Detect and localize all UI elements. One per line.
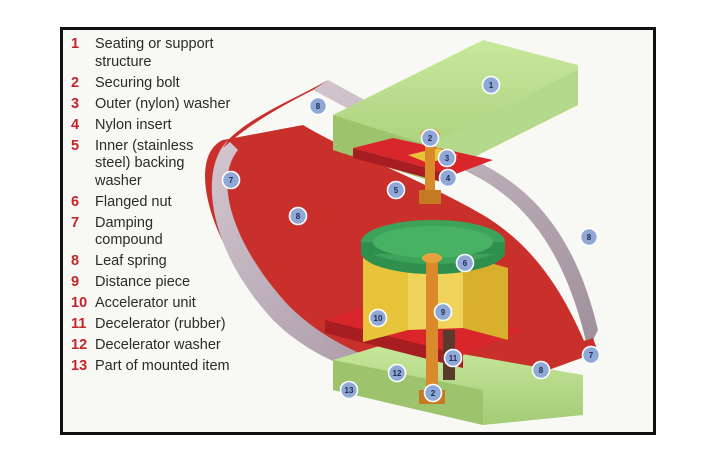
callout-label: 13 — [345, 386, 354, 395]
callout-6: 6 — [455, 253, 475, 273]
callout-label: 9 — [441, 308, 446, 317]
callout-label: 6 — [463, 259, 468, 268]
legend-number: 7 — [71, 214, 80, 231]
callout-label: 10 — [374, 314, 383, 323]
upper-securing-bolt — [425, 135, 435, 197]
legend-item: 6 Flanged nut — [71, 194, 271, 212]
legend-item: 4 Nylon insert — [71, 117, 271, 135]
legend-number: 13 — [71, 358, 88, 374]
legend-label: Decelerator washer — [95, 337, 221, 353]
legend-number: 6 — [71, 193, 80, 210]
callout-10: 10 — [368, 308, 388, 328]
callout-label: 8 — [316, 102, 321, 111]
legend-number: 3 — [71, 95, 80, 112]
callout-label: 7 — [589, 351, 594, 360]
legend-label: Securing bolt — [95, 74, 180, 91]
legend-label: Outer (nylon) washer — [95, 95, 231, 112]
legend-number: 11 — [71, 316, 87, 332]
callout-label: 7 — [229, 176, 234, 185]
legend-label: Flanged nut — [95, 193, 172, 210]
callout-4: 4 — [438, 168, 458, 188]
callout-label: 1 — [489, 81, 494, 90]
legend-label: Accelerator unit — [95, 295, 196, 311]
callout-label: 2 — [431, 389, 436, 398]
legend-number: 9 — [71, 274, 80, 290]
callout-label: 4 — [446, 174, 451, 183]
callout-1: 1 — [481, 75, 501, 95]
lower-securing-bolt — [426, 258, 438, 393]
legend-label: Seating or support structure — [95, 36, 214, 70]
legend-label: Part of mounted item — [95, 358, 230, 374]
legend-number: 8 — [71, 253, 80, 269]
legend-label: Nylon insert — [95, 116, 172, 133]
legend: 1 Seating or support structure 2 Securing b… — [71, 36, 271, 379]
callout-3: 3 — [437, 148, 457, 168]
legend-label: Damping compound — [95, 214, 163, 249]
callout-label: 3 — [445, 154, 450, 163]
legend-item: 9 Distance piece — [71, 274, 271, 292]
legend-number: 2 — [71, 74, 80, 91]
legend-item: 13 Part of mounted item — [71, 358, 271, 376]
callout-7: 7 — [581, 345, 601, 365]
callout-label: 2 — [428, 134, 433, 143]
callout-9: 9 — [433, 302, 453, 322]
legend-number: 4 — [71, 116, 80, 133]
legend-item: 7 Damping compound — [71, 215, 271, 250]
callout-label: 8 — [587, 233, 592, 242]
legend-number: 5 — [71, 137, 80, 154]
callout-13: 13 — [339, 380, 359, 400]
callout-2: 2 — [423, 383, 443, 403]
callout-12: 12 — [387, 363, 407, 383]
legend-number: 12 — [71, 337, 88, 353]
legend-label: Leaf spring — [95, 253, 167, 269]
legend-number: 10 — [71, 295, 88, 311]
callout-7: 7 — [221, 170, 241, 190]
legend-item: 11 Decelerator (rubber) — [71, 316, 271, 334]
legend-label: Decelerator (rubber) — [95, 316, 226, 332]
legend-item: 8 Leaf spring — [71, 253, 271, 271]
legend-item: 2 Securing bolt — [71, 75, 271, 93]
callout-label: 5 — [394, 186, 399, 195]
callout-label: 12 — [393, 369, 402, 378]
legend-item: 1 Seating or support structure — [71, 36, 271, 71]
callout-5: 5 — [386, 180, 406, 200]
accelerator-unit-right — [463, 255, 508, 340]
legend-item: 10 Accelerator unit — [71, 295, 271, 313]
callout-8: 8 — [288, 206, 308, 226]
upper-bolt-head — [419, 190, 441, 204]
callout-label: 8 — [539, 366, 544, 375]
callout-8: 8 — [531, 360, 551, 380]
legend-label: Distance piece — [95, 274, 191, 290]
legend-item: 12 Decelerator washer — [71, 337, 271, 355]
legend-label: Inner (stainless steel) backing washer — [95, 137, 194, 189]
callout-8: 8 — [579, 227, 599, 247]
legend-item: 5 Inner (stainless steel) backing washer — [71, 138, 271, 191]
callout-label: 11 — [449, 354, 458, 363]
legend-number: 1 — [71, 36, 80, 52]
callout-label: 8 — [296, 212, 301, 221]
callout-2: 2 — [420, 128, 440, 148]
callout-8: 8 — [308, 96, 328, 116]
callout-11: 11 — [443, 348, 463, 368]
legend-item: 3 Outer (nylon) washer — [71, 96, 271, 114]
